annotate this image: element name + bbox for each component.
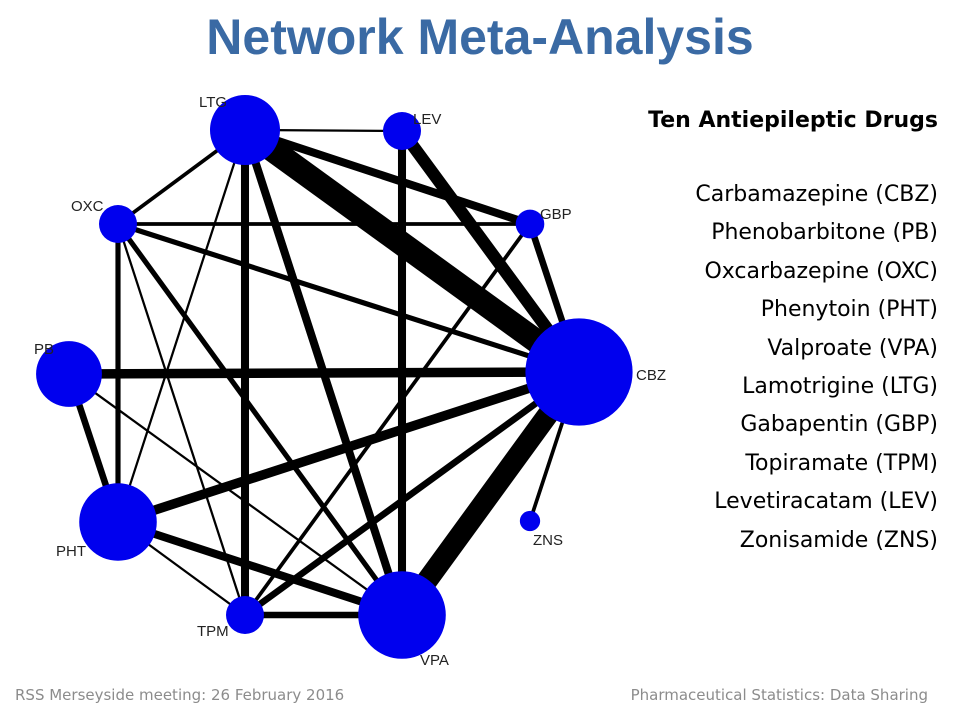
edge-pht-cbz <box>116 367 581 527</box>
node-label-cbz: CBZ <box>636 367 666 384</box>
network-nodes <box>36 95 633 659</box>
drug-item-zns: Zonisamide (ZNS) <box>739 527 938 553</box>
network-edges <box>65 120 588 622</box>
node-label-ltg: LTG <box>199 94 227 111</box>
edge-pht-vpa <box>116 518 404 619</box>
node-lev <box>383 112 421 150</box>
network-labels: LTG LEV GBP CBZ ZNS VPA TPM PHT PB OXC <box>34 94 666 669</box>
edge-oxc-cbz <box>117 221 580 375</box>
drug-item-oxc: Oxcarbazepine (OXC) <box>704 258 938 284</box>
node-gbp <box>515 209 545 239</box>
node-oxc <box>99 205 137 243</box>
slide-title: Network Meta-Analysis <box>206 9 754 65</box>
drug-item-cbz: Carbamazepine (CBZ) <box>695 182 938 207</box>
node-label-zns: ZNS <box>533 532 563 549</box>
drug-list-heading: Ten Antiepileptic Drugs <box>648 108 938 133</box>
node-label-vpa: VPA <box>420 652 449 669</box>
drug-item-pht: Phenytoin (PHT) <box>760 297 938 323</box>
node-vpa <box>358 571 446 659</box>
edge-ltg-gbp <box>243 126 532 228</box>
node-cbz <box>525 318 633 426</box>
node-tpm <box>226 596 264 634</box>
node-pht <box>79 483 157 561</box>
node-ltg <box>210 95 280 165</box>
edge-oxc-tpm <box>116 223 247 616</box>
edge-pb-vpa <box>68 373 403 616</box>
node-pb <box>36 341 102 407</box>
footer-right: Pharmaceutical Statistics: Data Sharing <box>630 686 928 704</box>
drug-list-panel: Ten Antiepileptic Drugs Carbamazepine (C… <box>648 104 938 560</box>
node-label-lev: LEV <box>413 111 441 128</box>
node-label-tpm: TPM <box>197 623 229 640</box>
drug-item-tpm: Topiramate (TPM) <box>745 450 938 476</box>
edge-ltg-pht <box>116 129 247 523</box>
footer-left: RSS Merseyside meeting: 26 February 2016 <box>15 686 345 704</box>
node-zns <box>519 510 541 532</box>
drug-item-pb: Phenobarbitone (PB) <box>711 220 938 246</box>
drug-item-gbp: Gabapentin (GBP) <box>740 412 938 438</box>
drug-item-ltg: Lamotrigine (LTG) <box>742 374 938 400</box>
node-label-pht: PHT <box>56 543 86 560</box>
edge-oxc-vpa <box>115 222 405 617</box>
node-label-pb: PB <box>34 341 54 358</box>
edge-cbz-tpm <box>243 369 581 618</box>
edge-ltg-cbz <box>237 120 587 382</box>
drug-item-vpa: Valproate (VPA) <box>767 335 938 361</box>
node-label-gbp: GBP <box>540 206 572 223</box>
node-label-oxc: OXC <box>71 198 104 215</box>
edge-gbp-tpm <box>243 222 532 617</box>
edge-pb-cbz <box>68 367 580 379</box>
drug-item-lev: Levetiracatam (LEV) <box>714 489 938 515</box>
